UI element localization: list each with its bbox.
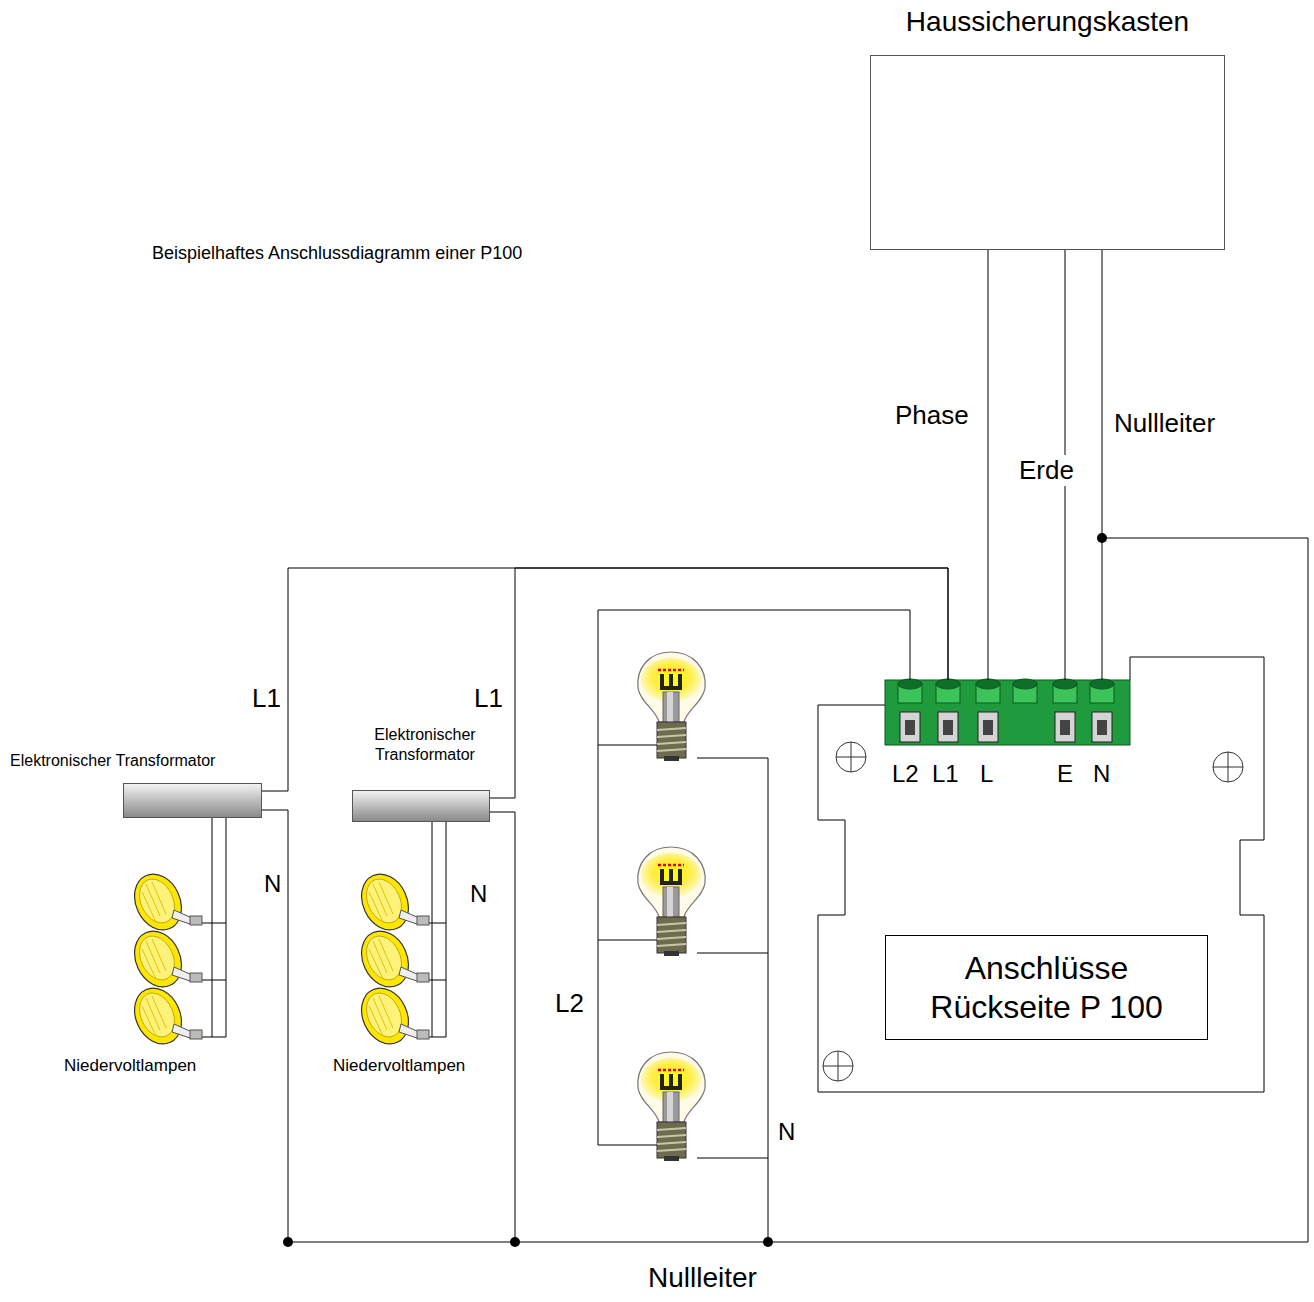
wire-label: Nullleiter (1112, 408, 1217, 439)
wire-label: N (262, 870, 283, 898)
box-label: Anschlüsse Rückseite P 100 (892, 949, 1201, 1026)
wire-label: N (776, 1118, 797, 1146)
terminal-label: E (1057, 760, 1073, 788)
wire-label: Phase (893, 400, 971, 431)
transformer-label: Elektronischer Transformator (340, 725, 510, 765)
terminal-label: L2 (892, 760, 919, 788)
diagram-title: Beispielhaftes Anschlussdiagramm einer P… (152, 243, 522, 264)
wire (490, 568, 948, 798)
wire-label: L1 (472, 683, 505, 714)
box-heading: Haussicherungskasten (871, 6, 1224, 38)
transformer: Elektronischer Transformator (8, 752, 278, 822)
wire-label: Nullleiter (646, 1262, 759, 1294)
terminal-label: N (1093, 760, 1110, 788)
transformer-body (123, 783, 262, 818)
wire (988, 250, 989, 680)
wire (1102, 250, 1103, 680)
terminal-block: L2 L1 L EN (885, 680, 1130, 795)
lamp-label: Niedervoltlampen (331, 1056, 467, 1076)
lamp-label: Niedervoltlampen (62, 1056, 198, 1076)
terminal-label: L (980, 760, 993, 788)
wire-label: L2 (553, 988, 586, 1019)
wire-label: Erde (1017, 455, 1076, 486)
component-box: Anschlüsse Rückseite P 100 (885, 935, 1208, 1040)
transformer-body (352, 790, 490, 822)
wire-label: L1 (250, 683, 283, 714)
transformer: Elektronischer Transformator (340, 725, 510, 825)
transformer-label: Elektronischer Transformator (10, 752, 215, 770)
terminal-label: L1 (932, 760, 959, 788)
component-box: Haussicherungskasten (870, 55, 1225, 250)
wire (262, 568, 948, 791)
wire-label: N (468, 880, 489, 908)
